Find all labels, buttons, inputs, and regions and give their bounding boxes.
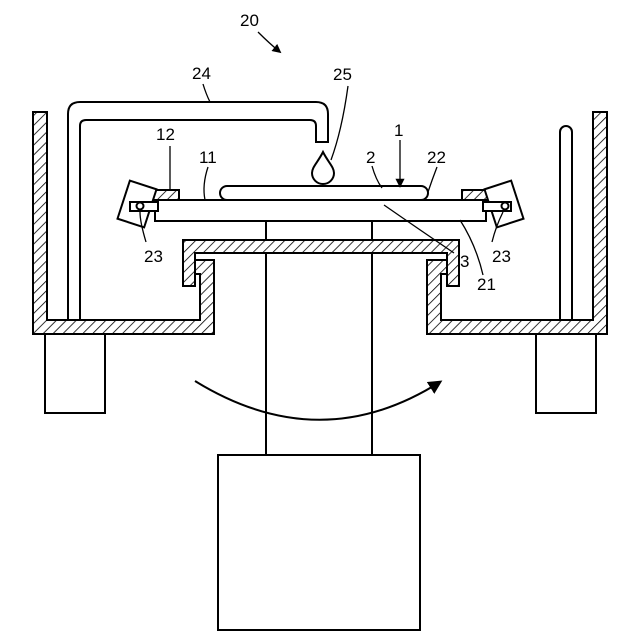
left-foot xyxy=(45,334,105,413)
leader-20 xyxy=(258,32,280,52)
cup-right-wall xyxy=(427,112,607,334)
label-12: 12 xyxy=(156,125,175,144)
leader-22 xyxy=(428,167,437,192)
droplet xyxy=(312,152,334,184)
label-25: 25 xyxy=(333,65,352,84)
motor-block xyxy=(218,455,420,630)
right-tube xyxy=(560,126,572,320)
leader-2 xyxy=(372,166,382,188)
leader-11 xyxy=(204,167,208,200)
label-23-left: 23 xyxy=(144,247,163,266)
label-21: 21 xyxy=(477,275,496,294)
label-3: 3 xyxy=(460,252,469,271)
label-2: 2 xyxy=(366,148,375,167)
chuck-table xyxy=(155,200,486,221)
wafer xyxy=(220,186,428,200)
right-pin-hole xyxy=(502,203,509,210)
label-11: 11 xyxy=(199,148,217,167)
right-foot xyxy=(536,334,596,413)
label-23-right: 23 xyxy=(492,247,511,266)
left-pin-hole xyxy=(137,203,144,210)
label-24: 24 xyxy=(192,64,211,83)
label-20: 20 xyxy=(240,11,259,30)
cup-left-wall xyxy=(33,112,214,334)
label-22: 22 xyxy=(427,148,446,167)
leader-25 xyxy=(331,86,348,160)
leader-24 xyxy=(203,84,210,102)
label-1: 1 xyxy=(394,121,403,140)
